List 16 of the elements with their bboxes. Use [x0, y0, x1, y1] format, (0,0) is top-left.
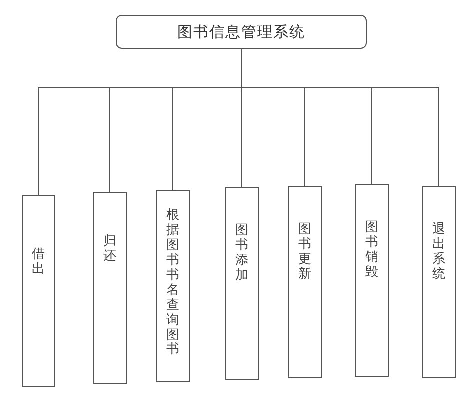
node-label: 图书添加: [236, 224, 248, 284]
node-label: 根据图书书名查询图书: [166, 209, 180, 358]
node-label: 借出: [32, 248, 45, 278]
node-label: 退出系统: [432, 223, 446, 283]
node-label: 图书信息管理系统: [178, 22, 306, 43]
node-label: 图书更新: [298, 223, 312, 283]
module-box: [355, 184, 389, 377]
module-box: [22, 195, 55, 387]
node-label: 归还: [104, 235, 116, 265]
module-box: [422, 186, 456, 378]
module-box: [93, 192, 127, 384]
module-box: [156, 190, 190, 382]
title-box: [116, 15, 367, 49]
module-box: [288, 186, 322, 378]
node-label: 图书销毁: [366, 221, 378, 281]
module-box: [225, 187, 259, 380]
